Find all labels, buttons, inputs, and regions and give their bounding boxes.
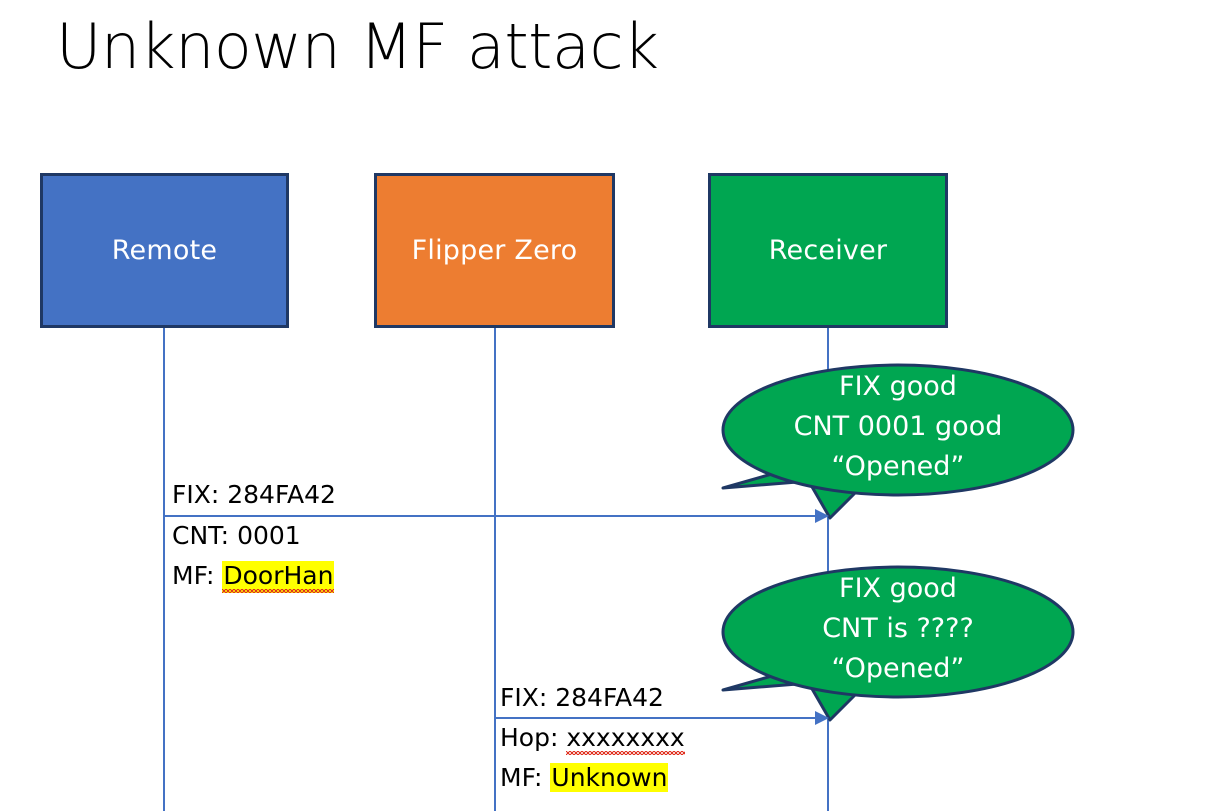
message-1-line-3: MF: DoorHan <box>172 556 334 596</box>
message-1-line-2: CNT: 0001 <box>172 516 301 556</box>
message-2-line-2-value: xxxxxxxx <box>566 723 685 755</box>
message-1-line-1-value: 284FA42 <box>227 480 336 509</box>
lifeline-flipper <box>494 328 496 811</box>
actor-box-receiver[interactable]: Receiver <box>708 173 948 328</box>
message-2-line-1-label: FIX: <box>500 683 556 712</box>
message-arrow-remote-to-receiver <box>163 509 829 523</box>
message-2-line-3: MF: Unknown <box>500 758 669 798</box>
message-2-line-2-label: Hop: <box>500 723 567 752</box>
actor-label-flipper: Flipper Zero <box>411 235 578 266</box>
actor-label-receiver: Receiver <box>768 235 888 266</box>
speech-bubble-receiver-1: FIX good CNT 0001 good “Opened” <box>712 358 1084 528</box>
actor-box-flipper[interactable]: Flipper Zero <box>374 173 615 328</box>
page-title: Unknown MF attack <box>56 10 659 83</box>
message-arrow-flipper-to-receiver <box>494 711 829 725</box>
speech-bubble-receiver-2: FIX good CNT is ???? “Opened” <box>712 560 1084 730</box>
message-1-line-2-value: 0001 <box>237 521 301 550</box>
message-1-line-3-value: DoorHan <box>222 561 334 593</box>
message-2-line-1-value: 284FA42 <box>555 683 664 712</box>
message-1-line-1-label: FIX: <box>172 480 228 509</box>
message-2-line-1: FIX: 284FA42 <box>500 678 664 718</box>
message-2-line-3-label: MF: <box>500 763 551 792</box>
lifeline-remote <box>163 328 165 811</box>
actor-label-remote: Remote <box>111 235 218 266</box>
message-2-line-3-value: Unknown <box>550 763 669 792</box>
actor-box-remote[interactable]: Remote <box>40 173 289 328</box>
message-2-line-2: Hop: xxxxxxxx <box>500 718 685 758</box>
message-1-line-1: FIX: 284FA42 <box>172 475 336 515</box>
message-1-line-2-label: CNT: <box>172 521 238 550</box>
lifeline-receiver <box>827 328 829 811</box>
message-1-line-3-label: MF: <box>172 561 223 590</box>
